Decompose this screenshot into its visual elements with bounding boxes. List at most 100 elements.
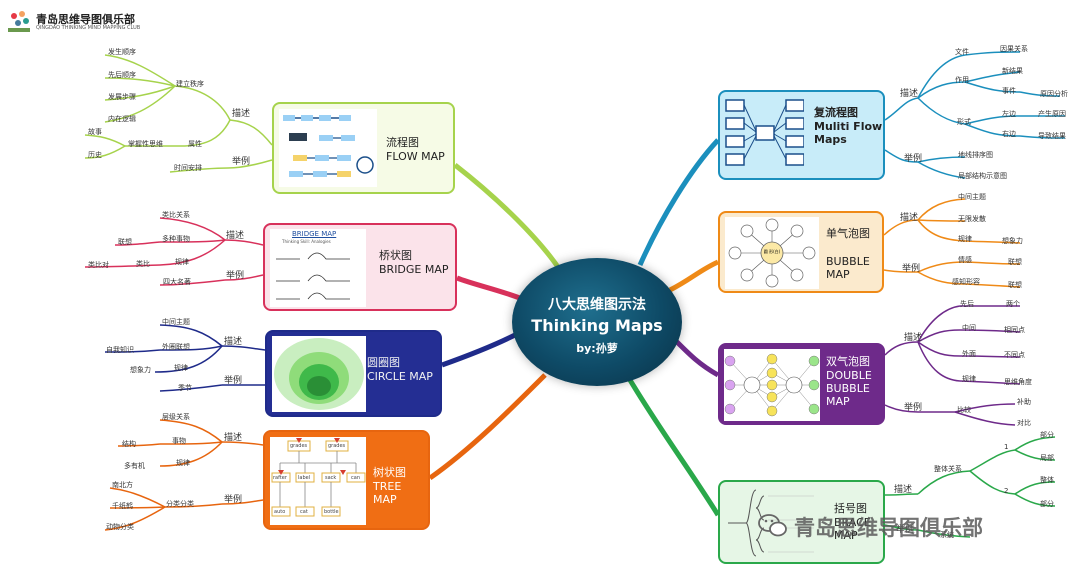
branch-label: 导致结果 (1038, 132, 1066, 140)
branch-label: 属性 (188, 140, 202, 148)
branch-label: 左边 (1002, 110, 1016, 118)
brace-map-title-en: BRACE MAP (834, 516, 871, 542)
branch-label: 相同点 (1004, 326, 1025, 334)
branch-label: 联想 (1008, 281, 1022, 289)
branch-label: 整体 (1040, 476, 1054, 484)
branch-label: 补助 (1017, 398, 1031, 406)
branch-label: 部分 (1040, 500, 1054, 508)
tree-thumb-word: grades (290, 443, 308, 449)
branch-label: 外面 (962, 350, 976, 358)
node-multi-flow-map[interactable]: 复流程图 Muliti Flow Maps (718, 90, 885, 180)
branch-label: 故事 (88, 128, 102, 136)
branch-label: 四大名著 (163, 278, 191, 286)
branch-label: 发展步骤 (108, 93, 136, 101)
double-bubble-thumbnail (724, 349, 820, 421)
branch-label: 先后顺序 (108, 71, 136, 79)
branch-label: 地线排序图 (958, 151, 993, 159)
tree-map-title-en: TREE MAP (373, 480, 402, 506)
branch-label: 中间主题 (162, 318, 190, 326)
bubble-thumb-center: 圆 形(白) (763, 249, 781, 254)
branch-label: 描述 (232, 109, 251, 119)
branch-label: 举例 (904, 154, 923, 164)
branch-label: 中间主题 (958, 193, 986, 201)
branch-label: 描述 (900, 213, 919, 223)
branch-label: 规律 (958, 235, 972, 243)
node-circle-map[interactable]: 圆圈图 CIRCLE MAP (265, 330, 442, 417)
branch-label: 南北方 (112, 481, 133, 489)
branch-label: 感知形容 (952, 278, 980, 286)
tree-thumb-word: sack (325, 475, 337, 481)
node-flow-map[interactable]: 流程图 FLOW MAP (272, 102, 455, 194)
branch-label: 局部结构示意图 (958, 172, 1007, 180)
branch-label: 文件 (955, 48, 969, 56)
node-double-bubble-map[interactable]: 双气泡图 DOUBLE BUBBLE MAP (718, 343, 885, 425)
bubble-map-title-en: BUBBLE MAP (826, 255, 870, 281)
circle-map-title-en: CIRCLE MAP (367, 370, 433, 383)
multi-flow-title-en: Muliti Flow Maps (814, 120, 883, 146)
branch-label: 描述 (894, 485, 913, 495)
tree-thumb-word: can (351, 475, 360, 481)
branch-label: 自我知识 (106, 346, 134, 354)
node-bridge-map[interactable]: BRIDGE MAP Thinking Skill: Analogies 桥状图… (263, 223, 457, 311)
flow-map-title-en: FLOW MAP (386, 150, 445, 163)
branch-label: 内在逻辑 (108, 115, 136, 123)
tree-thumb-word: grades (328, 443, 346, 449)
bubble-map-title-cn: 单气泡图 (826, 227, 870, 240)
branch-label: 两个 (1006, 300, 1020, 308)
branch-label: 举例 (902, 264, 921, 274)
branch-label: 举例 (224, 376, 243, 386)
branch-label: 思维角度 (1004, 378, 1032, 386)
flow-map-thumbnail (279, 109, 377, 187)
branch-label: 描述 (224, 337, 243, 347)
branch-label: 中间 (962, 324, 976, 332)
branch-label: 建立秩序 (176, 80, 204, 88)
branch-label: 联想 (118, 238, 132, 246)
branch-label: 1 (1004, 443, 1009, 451)
branch-label: 规律 (174, 364, 188, 372)
tree-thumb-word: rafter (273, 475, 287, 481)
tree-thumb-word: auto (274, 509, 286, 515)
branch-label: 想象力 (1002, 237, 1023, 245)
branch-label: 发生顺序 (108, 48, 136, 56)
branch-label: 作用 (955, 76, 969, 84)
branch-label: 结构 (122, 440, 136, 448)
branch-label: 事件 (1002, 87, 1016, 95)
branch-label: 规律 (176, 459, 190, 467)
bridge-thumb-subtitle: Thinking Skill: Analogies (282, 239, 331, 244)
club-logo: 青岛思维导图俱乐部 QINGDAO THINKING MIND MAPPING … (6, 8, 146, 36)
branch-label: 举例 (224, 495, 243, 505)
branch-label: 系统 (940, 531, 954, 539)
branch-label: 外圈联想 (162, 343, 190, 351)
branch-label: 动物分类 (106, 523, 134, 531)
bubble-map-thumbnail: 圆 形(白) (725, 217, 819, 289)
branch-label: 想象力 (130, 366, 151, 374)
tree-thumb-word: bottle (324, 509, 339, 515)
circle-map-title-cn: 圆圈图 (367, 356, 400, 369)
node-brace-map[interactable]: 括号图 BRACE MAP (718, 480, 885, 564)
branch-label: 时间安排 (174, 164, 202, 172)
branch-label: 多种事物 (162, 235, 190, 243)
flow-map-title-cn: 流程图 (386, 136, 419, 149)
node-bubble-map[interactable]: 圆 形(白) 单气泡图 BUBBLE MAP (718, 211, 884, 293)
double-bubble-title-en: DOUBLE BUBBLE MAP (826, 369, 872, 408)
branch-label: 描述 (226, 231, 245, 241)
brace-map-title-cn: 括号图 (834, 502, 867, 515)
branch-label: 无限发散 (958, 215, 986, 223)
node-tree-map[interactable]: grades grades rafter label sack can auto… (263, 430, 430, 530)
branch-label: 产生原因 (1038, 110, 1066, 118)
branch-label: 2 (1004, 487, 1009, 495)
tree-thumb-word: cat (300, 509, 308, 515)
central-topic[interactable]: 八大思维图示法 Thinking Maps by:孙萝 (512, 258, 682, 386)
branch-label: 不同点 (1004, 351, 1025, 359)
branch-label: 规律 (962, 375, 976, 383)
branch-label: 分类分类 (166, 500, 194, 508)
branch-label: 情感 (958, 256, 972, 264)
branch-label: 因果关系 (1000, 45, 1028, 53)
branch-label: 右边 (1002, 130, 1016, 138)
double-bubble-title-cn: 双气泡图 (826, 355, 870, 368)
branch-label: 部分 (1040, 431, 1054, 439)
branch-label: 类比 (136, 260, 150, 268)
branch-label: 原因分析 (1040, 90, 1068, 98)
